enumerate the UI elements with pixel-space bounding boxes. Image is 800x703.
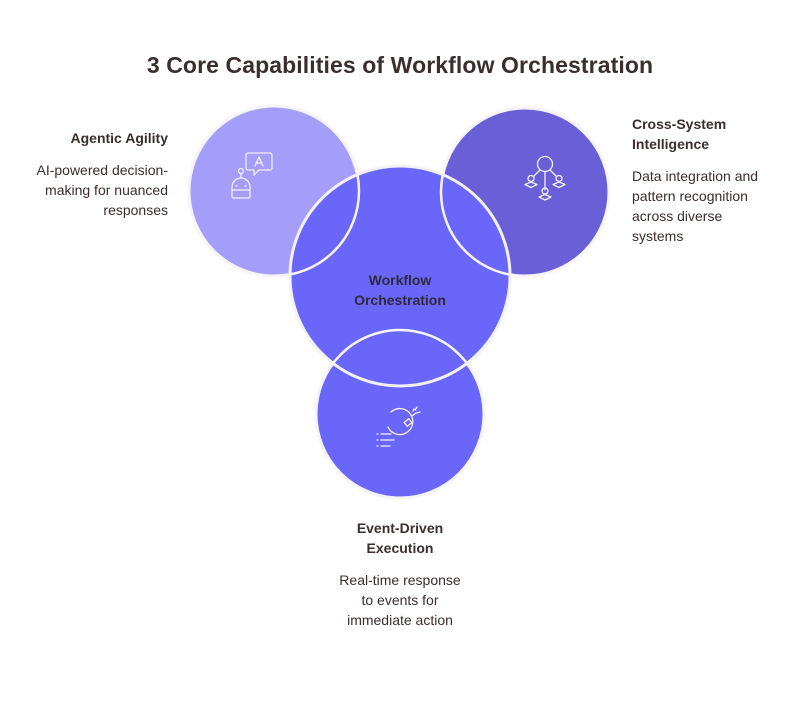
- description-line: systems: [632, 228, 684, 244]
- agentic-agility-description: AI-powered decision- making for nuanced …: [0, 160, 168, 220]
- cross-system-heading: Cross-System Intelligence: [632, 114, 792, 154]
- cross-system-label: Cross-System Intelligence Data integrati…: [632, 114, 792, 246]
- workflow-orchestration-circle: [288, 164, 512, 388]
- heading-line: Intelligence: [632, 136, 710, 152]
- agentic-agility-heading: Agentic Agility: [70, 130, 169, 146]
- cross-system-overlap-outline: [439, 106, 611, 278]
- page-title: 3 Core Capabilities of Workflow Orchestr…: [146, 52, 654, 78]
- description-line: Data integration and: [632, 168, 759, 184]
- heading-line: Execution: [366, 540, 434, 556]
- description-line: making for nuanced: [45, 182, 168, 198]
- event-driven-heading: Event-Driven Execution: [300, 518, 500, 558]
- cross-system-description: Data integration and pattern recognition…: [632, 166, 792, 246]
- description-line: across diverse: [632, 208, 723, 224]
- agentic-overlap-outline: [187, 104, 361, 278]
- center-label-line2: Orchestration: [354, 292, 446, 308]
- center-label-line1: Workflow: [368, 272, 432, 288]
- bomb-icon: [376, 406, 421, 447]
- center-label: Workflow Orchestration: [320, 270, 480, 310]
- description-line: to events for: [361, 592, 439, 608]
- event-overlap-outline: [314, 328, 486, 500]
- description-line: responses: [103, 202, 168, 218]
- event-driven-label: Event-Driven Execution Real-time respons…: [300, 518, 500, 630]
- description-line: Real-time response: [339, 572, 461, 588]
- description-line: AI-powered decision-: [36, 162, 168, 178]
- network-hierarchy-icon: [524, 155, 566, 201]
- heading-line: Event-Driven: [356, 520, 444, 536]
- heading-line: Cross-System: [632, 116, 727, 132]
- description-line: pattern recognition: [632, 188, 748, 204]
- description-line: immediate action: [347, 612, 453, 628]
- event-driven-description: Real-time response to events for immedia…: [300, 570, 500, 630]
- agentic-agility-label: Agentic Agility AI-powered decision- mak…: [0, 128, 168, 220]
- robot-chat-icon: [231, 152, 273, 199]
